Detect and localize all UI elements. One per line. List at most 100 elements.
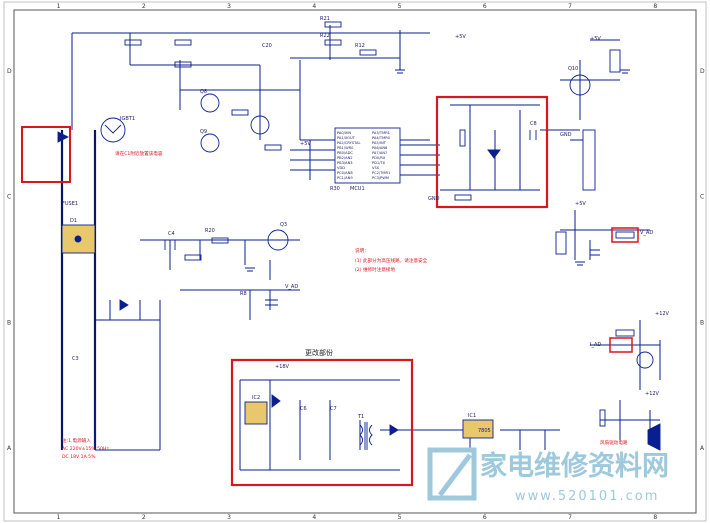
col-mark: 7: [568, 514, 572, 521]
row-mark: D: [700, 68, 705, 75]
bottom-note-1: AC 220V±15% 50Hz: [62, 446, 109, 452]
watermark-url: www.520101.com: [515, 489, 659, 504]
svg-text:C7: C7: [330, 406, 337, 412]
mcu-pin-left: VDD: [337, 166, 345, 170]
row-mark: C: [700, 194, 704, 201]
col-mark: 2: [142, 514, 146, 521]
row-mark: D: [7, 68, 12, 75]
svg-text:R21: R21: [320, 16, 330, 22]
mcu-pin-left: PC0/AN8: [337, 171, 353, 175]
col-mark: 1: [57, 3, 61, 10]
row-mark: B: [7, 319, 11, 326]
connector-cn3: [555, 231, 567, 255]
text-labels: MCU1 更改部份 R21 R22 R12 C20 IC2 IC1 C4 Q3 …: [62, 16, 670, 434]
mcu-pin-right: PA3/TMR1: [372, 131, 390, 135]
highlight-r-right-top: [611, 227, 639, 243]
modified-section-label: 更改部份: [305, 348, 333, 357]
svg-text:V_AD: V_AD: [285, 284, 298, 290]
wires: [60, 25, 661, 471]
row-mark: A: [700, 445, 705, 452]
svg-text:风扇驱动电路: 风扇驱动电路: [600, 439, 628, 446]
mcu-pin-right: PC3/PWM: [372, 176, 389, 180]
mcu-pin-right: PA6/AN6: [372, 146, 388, 150]
svg-text:IC1: IC1: [468, 413, 476, 419]
svg-text:Q8: Q8: [200, 89, 207, 95]
highlight-r-right-mid: [609, 337, 633, 353]
notes: 请在C1附近放置该电容 说明： (1) 此部分为高压线路，请注意安全 (2) 维…: [62, 150, 628, 460]
mcu-pin-right: PD0/RX: [372, 156, 386, 160]
mcu-pin-right: PD1/TX: [372, 161, 386, 165]
svg-text:D1: D1: [70, 218, 77, 224]
svg-text:+5V: +5V: [300, 141, 311, 147]
connector-cn2: [609, 49, 621, 73]
col-mark: 8: [653, 514, 657, 521]
svg-text:R30: R30: [330, 186, 340, 192]
svg-text:C4: C4: [168, 231, 175, 237]
connector-cn1: [582, 129, 596, 191]
svg-text:R8: R8: [240, 291, 247, 297]
highlight-left-sensor: [21, 126, 71, 183]
col-mark: 3: [227, 3, 231, 10]
svg-text:+12V: +12V: [655, 311, 670, 317]
bottom-note-2: DC 18V 1A 5%: [62, 454, 96, 460]
col-mark: 3: [227, 514, 231, 521]
mcu-chip: [334, 127, 401, 184]
mcu-pin-left: PB2/AN2: [337, 156, 353, 160]
svg-text:+12V: +12V: [645, 391, 660, 397]
col-mark: 5: [398, 514, 402, 521]
col-mark: 8: [653, 3, 657, 10]
svg-text:GND: GND: [428, 196, 440, 202]
highlight-bottom-supply: [230, 358, 414, 487]
svg-text:+5V: +5V: [575, 201, 586, 207]
mcu-pin-left: PA0/XIN: [337, 131, 351, 135]
svg-text:Q10: Q10: [568, 66, 578, 72]
mcu-pin-left: PA1/XOUT: [337, 136, 356, 140]
svg-text:Q9: Q9: [200, 129, 207, 135]
col-mark: 7: [568, 3, 572, 10]
watermark: 家电维修资料网 www.520101.com: [427, 447, 669, 504]
svg-text:FUSE1: FUSE1: [62, 201, 78, 207]
mcu-pin-right: PA5/INT: [372, 141, 387, 145]
svg-text:C3: C3: [72, 356, 79, 362]
col-mark: 4: [312, 514, 316, 521]
svg-text:C20: C20: [262, 43, 272, 49]
svg-text:IGBT1: IGBT1: [120, 116, 135, 122]
svg-text:R20: R20: [205, 228, 215, 234]
components: [57, 21, 661, 451]
col-mark: 4: [312, 3, 316, 10]
svg-text:请在C1附近放置该电容: 请在C1附近放置该电容: [115, 150, 163, 157]
ic2-chip: [244, 401, 268, 425]
bottom-note-0: 注:1.电源输入: [62, 437, 91, 444]
svg-text:I_AD: I_AD: [590, 342, 601, 348]
svg-text:V_AD: V_AD: [640, 230, 653, 236]
highlight-mcu-section: [435, 95, 549, 209]
svg-text:Q3: Q3: [280, 222, 287, 228]
ic1-regulator: [462, 419, 494, 439]
svg-text:C6: C6: [300, 406, 307, 412]
col-mark: 2: [142, 3, 146, 10]
col-mark: 6: [483, 514, 487, 521]
svg-text:R12: R12: [355, 43, 365, 49]
mcu-pin-right: PA7/AN7: [372, 151, 387, 155]
col-mark: 5: [398, 3, 402, 10]
mcu-pin-left: PB1/WR0: [337, 146, 354, 150]
mcu-pin-right: PA4/TMR0: [372, 136, 391, 140]
svg-text:GND: GND: [560, 132, 572, 138]
sheet-border: [13, 9, 697, 514]
row-mark: B: [700, 319, 704, 326]
mcu-pin-left: PA2/CRYSTAL: [337, 141, 361, 145]
mcu-pin-left: PC1/AN9: [337, 176, 353, 180]
mcu-pin-left: PB3/AN3: [337, 161, 353, 165]
igbt-symbol: [100, 117, 126, 143]
svg-text:IC2: IC2: [252, 395, 260, 401]
svg-text:T1: T1: [357, 414, 364, 420]
mcu-pins-right: PA3/TMR1PA4/TMR0PA5/INTPA6/AN6PA7/AN7PD0…: [372, 131, 391, 180]
mcu-pin-left: PB0/ADC: [337, 151, 353, 155]
note-line-0: 说明：: [355, 247, 369, 254]
svg-text:R22: R22: [320, 33, 330, 39]
mcu-pins-left: PA0/XINPA1/XOUTPA2/CRYSTALPB1/WR0PB0/ADC…: [337, 131, 361, 180]
col-mark: 6: [483, 3, 487, 10]
svg-text:+5V: +5V: [590, 36, 601, 42]
